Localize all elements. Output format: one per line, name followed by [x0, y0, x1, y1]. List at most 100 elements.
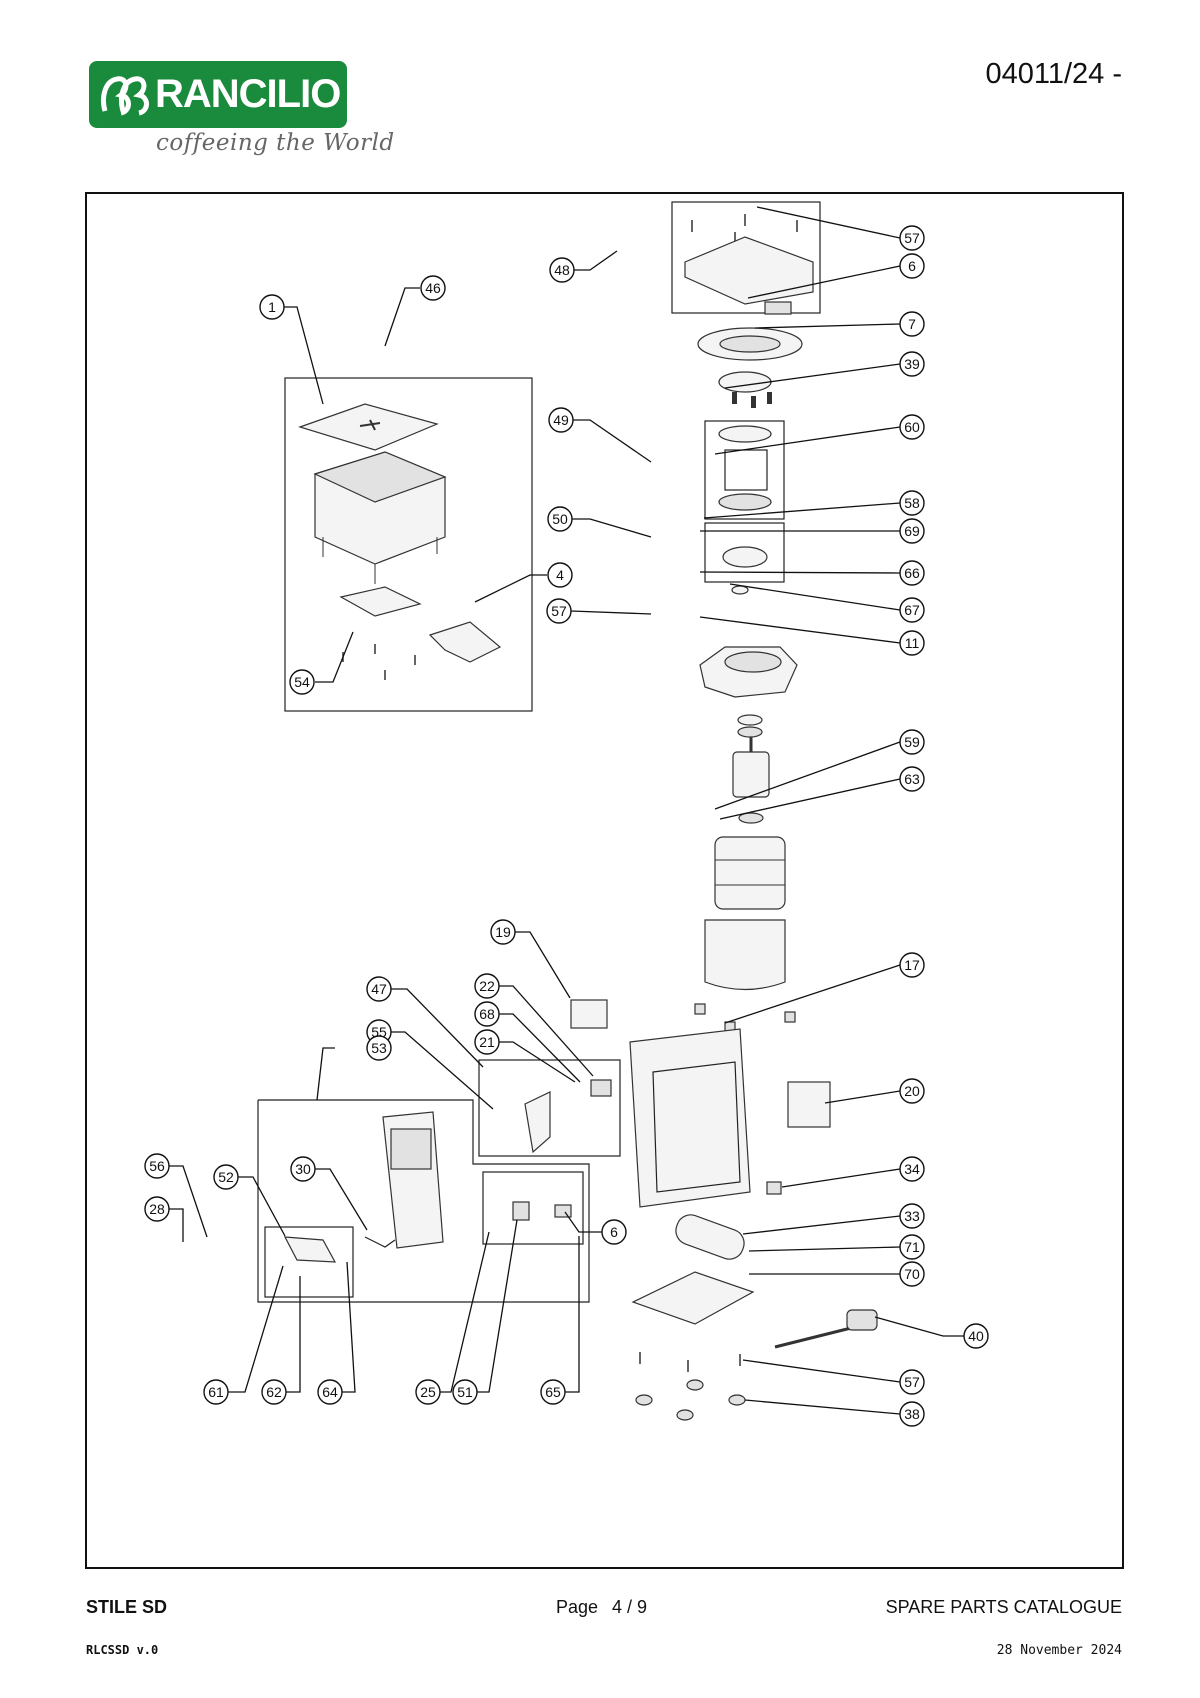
- upper-burr: [718, 425, 772, 443]
- svg-text:49: 49: [553, 412, 569, 428]
- o-ring: [731, 585, 749, 595]
- svg-text:30: 30: [295, 1161, 311, 1177]
- rancilio-logo: RANCILIO: [89, 61, 347, 128]
- document-code: 04011/24 -: [985, 58, 1122, 90]
- brand-name: RANCILIO: [155, 72, 341, 116]
- callout-60: 60: [899, 414, 925, 440]
- svg-text:52: 52: [218, 1169, 234, 1185]
- bracket-box: [264, 1226, 354, 1298]
- callout-49: 49: [548, 407, 574, 433]
- footer-catalogue: SPARE PARTS CATALOGUE: [885, 1597, 1122, 1617]
- lower-burr: [718, 493, 772, 511]
- burr-set-box: [704, 420, 785, 520]
- svg-text:58: 58: [904, 495, 920, 511]
- top-cover: [684, 236, 814, 305]
- front-panel-group-box: [257, 1099, 590, 1303]
- callout-17: 17: [899, 952, 925, 978]
- part-6-switch: [554, 1204, 572, 1218]
- footer-revision: RLCSSD v.0: [86, 1643, 159, 1657]
- motor-housing: [704, 919, 786, 991]
- svg-text:71: 71: [904, 1239, 920, 1255]
- callout-34: 34: [899, 1156, 925, 1182]
- callout-66: 66: [899, 560, 925, 586]
- stator: [714, 836, 786, 910]
- rancilio-mark-icon: [101, 75, 149, 115]
- callout-22: 22: [474, 973, 500, 999]
- diagram-frame: [85, 192, 1124, 1569]
- svg-text:50: 50: [552, 511, 568, 527]
- svg-text:66: 66: [904, 565, 920, 581]
- svg-text:57: 57: [904, 230, 920, 246]
- svg-text:11: 11: [905, 635, 920, 651]
- exploded-view-diagram: 1 46 54 4 57 6 7 39 48 49 60 50 58 69 66…: [144, 201, 989, 1427]
- switch-box: [482, 1171, 584, 1245]
- callout-56: 56: [144, 1153, 170, 1179]
- front-display: [390, 1128, 432, 1170]
- burr-holder-box: [704, 522, 785, 583]
- hopper-group-box: [284, 377, 533, 712]
- burr-holder: [722, 546, 768, 568]
- callout-61: 61: [203, 1379, 229, 1405]
- callout-50: 50: [547, 506, 573, 532]
- capacitor: [675, 1214, 745, 1260]
- svg-text:28: 28: [149, 1201, 165, 1217]
- svg-text:61: 61: [208, 1384, 224, 1400]
- svg-text:57: 57: [551, 603, 567, 619]
- svg-text:53: 53: [371, 1040, 387, 1056]
- callout-33: 33: [899, 1203, 925, 1229]
- callout-30: 30: [290, 1156, 316, 1182]
- svg-text:22: 22: [479, 978, 495, 994]
- callout-59: 59: [899, 729, 925, 755]
- page-label: Page: [556, 1597, 599, 1617]
- part-22: [590, 1079, 612, 1097]
- footer-model: STILE SD: [86, 1597, 168, 1617]
- part-6-block: [764, 301, 792, 315]
- svg-text:25: 25: [420, 1384, 436, 1400]
- callout-38: 38: [899, 1401, 925, 1427]
- callout-4: 4: [547, 562, 573, 588]
- callout-71: 71: [899, 1234, 925, 1260]
- svg-text:1: 1: [268, 299, 276, 315]
- svg-text:39: 39: [904, 356, 920, 372]
- portafilter-holder-box: [478, 1059, 621, 1157]
- svg-text:67: 67: [904, 602, 920, 618]
- callout-19: 19: [490, 919, 516, 945]
- svg-text:54: 54: [294, 674, 310, 690]
- grinder-body: [629, 1028, 751, 1208]
- callout-52: 52: [213, 1164, 239, 1190]
- callout-25: 25: [415, 1379, 441, 1405]
- svg-text:38: 38: [904, 1406, 920, 1422]
- base-plate: [631, 1271, 755, 1325]
- callout-28: 28: [144, 1196, 170, 1222]
- callout-67: 67: [899, 597, 925, 623]
- svg-text:60: 60: [904, 419, 920, 435]
- callout-53: 53: [366, 1035, 392, 1061]
- svg-text:51: 51: [457, 1384, 473, 1400]
- footer-date: 28 November 2024: [996, 1643, 1122, 1658]
- callout-6-top: 6: [899, 253, 925, 279]
- svg-text:4: 4: [556, 567, 564, 583]
- microswitch: [512, 1201, 530, 1221]
- svg-text:48: 48: [554, 262, 570, 278]
- callout-65: 65: [540, 1379, 566, 1405]
- callout-40: 40: [963, 1323, 989, 1349]
- svg-text:17: 17: [904, 957, 920, 973]
- svg-text:19: 19: [495, 924, 511, 940]
- callout-68: 68: [474, 1001, 500, 1027]
- callout-58: 58: [899, 490, 925, 516]
- svg-text:6: 6: [908, 258, 916, 274]
- callout-57-left: 57: [546, 598, 572, 624]
- switch-34: [766, 1181, 782, 1195]
- svg-text:20: 20: [904, 1083, 920, 1099]
- callout-48: 48: [549, 257, 575, 283]
- brand-tagline: coffeeing the World: [156, 130, 395, 156]
- callout-39: 39: [899, 351, 925, 377]
- svg-text:34: 34: [904, 1161, 920, 1177]
- bracket-52: [283, 1236, 337, 1263]
- hopper-slider: [428, 621, 502, 663]
- callout-7: 7: [899, 311, 925, 337]
- burr-carrier: [718, 371, 772, 393]
- callout-51: 51: [452, 1379, 478, 1405]
- callout-62: 62: [261, 1379, 287, 1405]
